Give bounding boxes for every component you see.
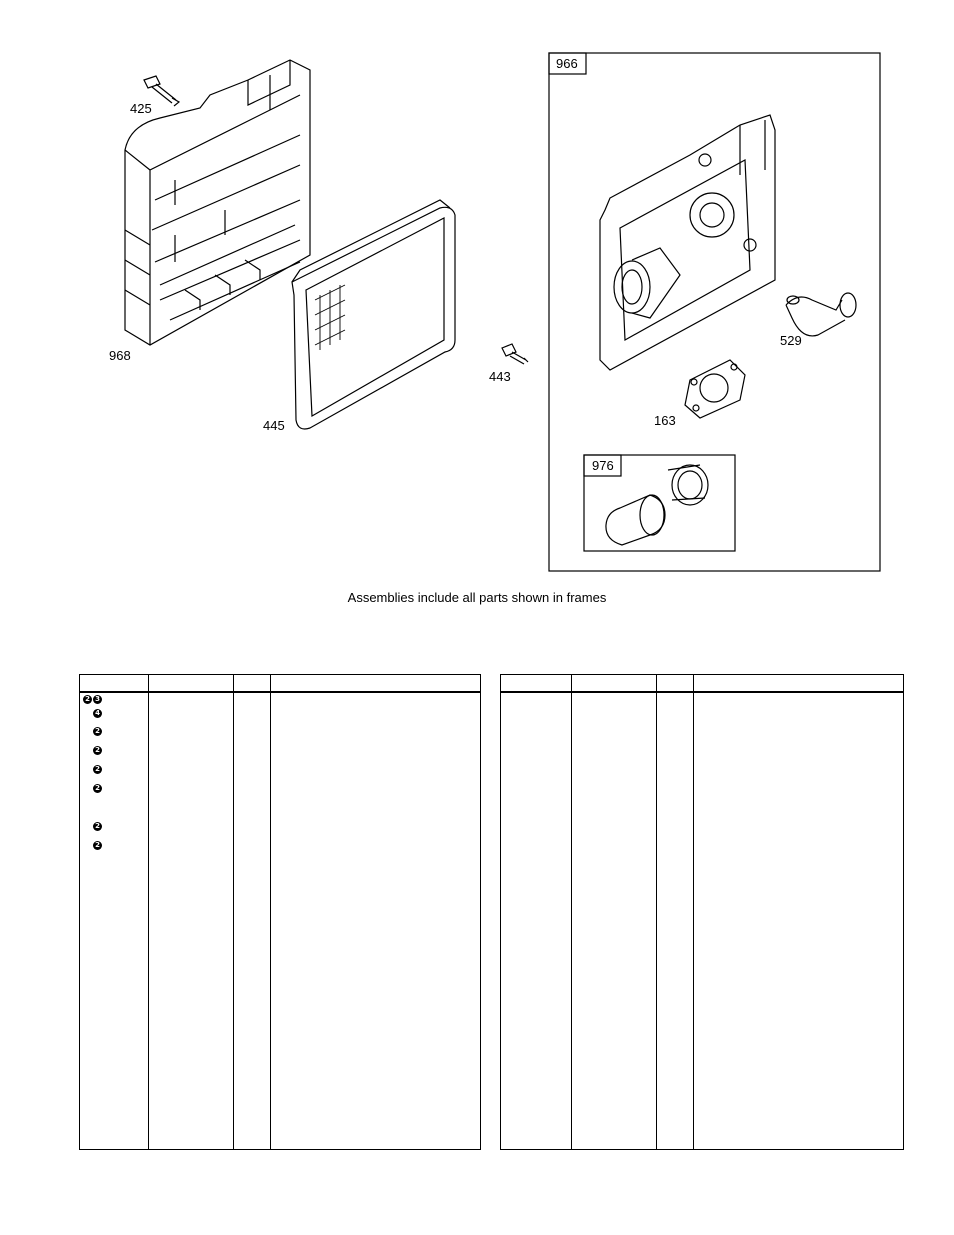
row-marker: 2 xyxy=(93,841,102,850)
row-marker: 4 xyxy=(93,709,102,718)
table-column-divider xyxy=(656,675,657,1149)
callout-425: 425 xyxy=(130,101,152,116)
reference-marker-icon: 2 xyxy=(93,727,102,736)
reference-marker-icon: 2 xyxy=(93,841,102,850)
row-marker: 2 xyxy=(93,765,102,774)
reference-marker-icon: 3 xyxy=(93,695,102,704)
table-column-divider xyxy=(148,675,149,1149)
reference-marker-icon: 2 xyxy=(83,695,92,704)
callout-966: 966 xyxy=(556,56,578,71)
callout-976: 976 xyxy=(592,458,614,473)
table-column-divider xyxy=(571,675,572,1149)
row-marker: 2 xyxy=(93,746,102,755)
frames-caption: Assemblies include all parts shown in fr… xyxy=(347,590,607,605)
assembly-frame-976 xyxy=(583,454,736,552)
reference-marker-icon: 2 xyxy=(93,765,102,774)
table-column-divider xyxy=(233,675,234,1149)
table-header-rule xyxy=(80,691,480,693)
air-filter-drawing xyxy=(291,199,456,430)
reference-marker-icon: 2 xyxy=(93,822,102,831)
elbow-tube-drawing xyxy=(785,292,857,337)
row-marker: 2 xyxy=(93,784,102,793)
air-cleaner-base-drawing xyxy=(124,59,311,346)
callout-968: 968 xyxy=(109,348,131,363)
callout-529: 529 xyxy=(780,333,802,348)
reference-marker-icon: 4 xyxy=(93,709,102,718)
table-column-divider xyxy=(693,675,694,1149)
table-header-rule xyxy=(501,691,903,693)
row-marker: 2 xyxy=(93,822,102,831)
callout-443: 443 xyxy=(489,369,511,384)
reference-marker-icon: 2 xyxy=(93,784,102,793)
pre-cleaner-drawing xyxy=(605,464,709,546)
reference-marker-icon: 2 xyxy=(93,746,102,755)
back-plate-drawing xyxy=(599,114,776,371)
frame-label-box-966 xyxy=(548,52,587,75)
frame-label-box-976 xyxy=(583,454,622,477)
parts-table-right xyxy=(500,674,904,1150)
assembly-frame-966 xyxy=(548,52,881,572)
row-marker: 2 xyxy=(93,727,102,736)
callout-445: 445 xyxy=(263,418,285,433)
bolt-425-drawing xyxy=(143,75,181,107)
parts-diagram xyxy=(124,52,881,572)
screw-443-drawing xyxy=(501,343,529,365)
table-column-divider xyxy=(270,675,271,1149)
callout-163: 163 xyxy=(654,413,676,428)
gasket-drawing xyxy=(684,359,746,419)
